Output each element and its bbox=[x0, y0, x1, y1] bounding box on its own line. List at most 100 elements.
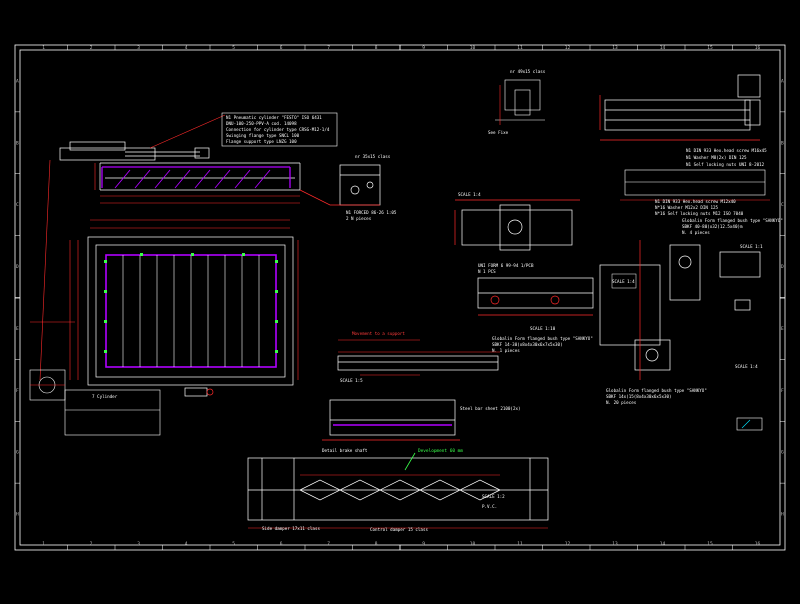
column-ticks: 1122334455667788991010111112121313141415… bbox=[42, 45, 760, 550]
column-label: 16 bbox=[755, 541, 761, 547]
mount-label: See Fixe bbox=[488, 130, 509, 135]
pipe-note-1: UNI FORM 6 99-94 1/PCB bbox=[478, 263, 534, 268]
cylinder-note-1: N1 Pneumatic cylinder "FESTO" ISO 6431 bbox=[226, 115, 322, 120]
column-label: 6 bbox=[280, 541, 283, 547]
cylinder-note-5: Flange support type LNZG 100 bbox=[226, 139, 297, 144]
cylinder-arms bbox=[114, 169, 271, 189]
column-label: 13 bbox=[612, 541, 618, 547]
column-label: 5 bbox=[232, 541, 235, 547]
rod-assembly bbox=[620, 169, 770, 201]
row-label: D bbox=[16, 264, 19, 270]
ball-bush-2-line-3: N. 1 pieces bbox=[492, 348, 520, 353]
detail-tag-label: SCALE 1:5 bbox=[340, 378, 363, 383]
column-label: 14 bbox=[660, 45, 666, 51]
axis-symbol bbox=[736, 417, 763, 431]
ball-bush-3-line-1: Globalin Form flanged bush type "SANKYO" bbox=[606, 388, 707, 393]
cylinder-note-3: Connection for cylinder type CRSG-M12-1/… bbox=[226, 127, 330, 132]
row-label: B bbox=[16, 140, 19, 146]
development-label: Development 60 mm bbox=[418, 448, 463, 454]
row-label: H bbox=[781, 512, 784, 518]
cylinder-dims bbox=[39, 114, 300, 381]
row-label: C bbox=[16, 202, 19, 208]
column-label: 15 bbox=[707, 541, 713, 547]
ball-bush-1-line-1: Globalin Form flanged bush type "SANKYO" bbox=[682, 218, 783, 223]
column-label: 7 bbox=[327, 45, 330, 51]
scale-5-label: SCALE 1:4 bbox=[612, 279, 635, 284]
bottom-left-label: Side damper 17x11 class bbox=[262, 526, 320, 531]
plan-view-slats bbox=[122, 255, 260, 367]
row-label: H bbox=[16, 512, 19, 518]
development-dims bbox=[248, 474, 548, 529]
bracket-note-2: 2 N pieces bbox=[346, 216, 372, 221]
fastener2-note-3: N*16 Self locking nuts M12 ISO 7040 bbox=[655, 211, 744, 216]
fastener-note-3: N1 Self locking nuts UNI 8-2012 bbox=[686, 162, 765, 167]
bottom-scale-label: SCALE 1:2 bbox=[482, 494, 505, 499]
fasteners-notes: N1 DIN 933 Hex.head screw M16x45 N1 Wash… bbox=[686, 148, 767, 167]
pipe-detail bbox=[477, 277, 594, 316]
ball-bush-1-line-2: SBKF 40-80(x32(12.5x40)m bbox=[682, 224, 743, 229]
small-cylinder-detail bbox=[29, 321, 161, 436]
row-label: F bbox=[781, 388, 784, 394]
fastener2-note-1: N1 DIN 933 Hex.head screw M12x40 bbox=[655, 199, 736, 204]
column-label: 10 bbox=[470, 45, 476, 51]
brake-shaft-detail bbox=[322, 399, 460, 441]
bracket-detail bbox=[299, 164, 381, 206]
mount-tag: nr 49x15 class bbox=[510, 69, 546, 74]
bottom-tag-label: P.V.C. bbox=[482, 504, 497, 509]
column-label: 9 bbox=[422, 45, 425, 51]
row-label: D bbox=[781, 264, 784, 270]
development-view bbox=[247, 457, 549, 521]
row-label: C bbox=[781, 202, 784, 208]
pipe-note-2: N 1 PCS bbox=[478, 269, 496, 274]
column-label: 5 bbox=[232, 45, 235, 51]
bracket-tag: nr 35x15 class bbox=[355, 154, 391, 159]
bearing-tags bbox=[611, 273, 637, 289]
fastener2-note-2: N*16 Washer M12x2 DIN 125 bbox=[655, 205, 719, 210]
row-label: A bbox=[781, 78, 784, 84]
ball-bush-2-line-2: SBKF 14-30(x8x4x30x6x7x5x30) bbox=[492, 342, 563, 347]
column-label: 11 bbox=[517, 541, 523, 547]
column-label: 10 bbox=[470, 541, 476, 547]
column-label: 1 bbox=[42, 541, 45, 547]
row-label: B bbox=[781, 140, 784, 146]
column-label: 4 bbox=[185, 541, 188, 547]
column-label: 9 bbox=[422, 541, 425, 547]
fasteners-2-notes: N1 DIN 933 Hex.head screw M12x40 N*16 Wa… bbox=[655, 199, 744, 216]
plan-view-marks bbox=[104, 253, 278, 353]
row-label: E bbox=[781, 326, 784, 332]
column-label: 14 bbox=[660, 541, 666, 547]
row-label: E bbox=[16, 326, 19, 332]
cylinder-tag: 7 Cylinder bbox=[92, 394, 118, 399]
column-label: 11 bbox=[517, 45, 523, 51]
column-label: 1 bbox=[42, 45, 45, 51]
cylinder-note: N1 Pneumatic cylinder "FESTO" ISO 6431 D… bbox=[221, 112, 338, 147]
bottom-mid-label: Control damper 15 class bbox=[370, 527, 428, 532]
ball-bush-3-line-2: SBKF 14x(15(8x4x30x6x5x30) bbox=[606, 394, 672, 399]
scale-3-label: SCALE 1:1 bbox=[740, 244, 763, 249]
side-a-label: Detail brake shaft bbox=[322, 448, 368, 453]
column-label: 2 bbox=[90, 541, 93, 547]
cylinder-purple-parts bbox=[101, 166, 291, 188]
ball-bush-3-line-3: N. 20 pieces bbox=[606, 400, 637, 405]
column-label: 15 bbox=[707, 45, 713, 51]
fastener-note-2: N1 Washer M8(2x) DIN 125 bbox=[686, 155, 747, 160]
column-label: 2 bbox=[90, 45, 93, 51]
column-label: 16 bbox=[755, 45, 761, 51]
scale-2-label: SCALE 1:10 bbox=[530, 326, 556, 331]
column-label: 13 bbox=[612, 45, 618, 51]
plan-view-dims bbox=[69, 219, 299, 380]
plan-view bbox=[87, 236, 294, 386]
movement-part bbox=[337, 355, 499, 371]
column-label: 12 bbox=[565, 45, 571, 51]
bearing-assembly bbox=[599, 240, 761, 380]
column-label: 8 bbox=[375, 45, 378, 51]
ball-bush-note-2: Globalin Form flanged bush type "SANKYO"… bbox=[492, 336, 593, 353]
column-label: 8 bbox=[375, 541, 378, 547]
row-label: F bbox=[16, 388, 19, 394]
ball-bush-1-line-3: N. 4 pieces bbox=[682, 230, 710, 235]
row-label: G bbox=[16, 450, 19, 456]
ball-bush-note-1: Globalin Form flanged bush type "SANKYO"… bbox=[682, 218, 783, 235]
